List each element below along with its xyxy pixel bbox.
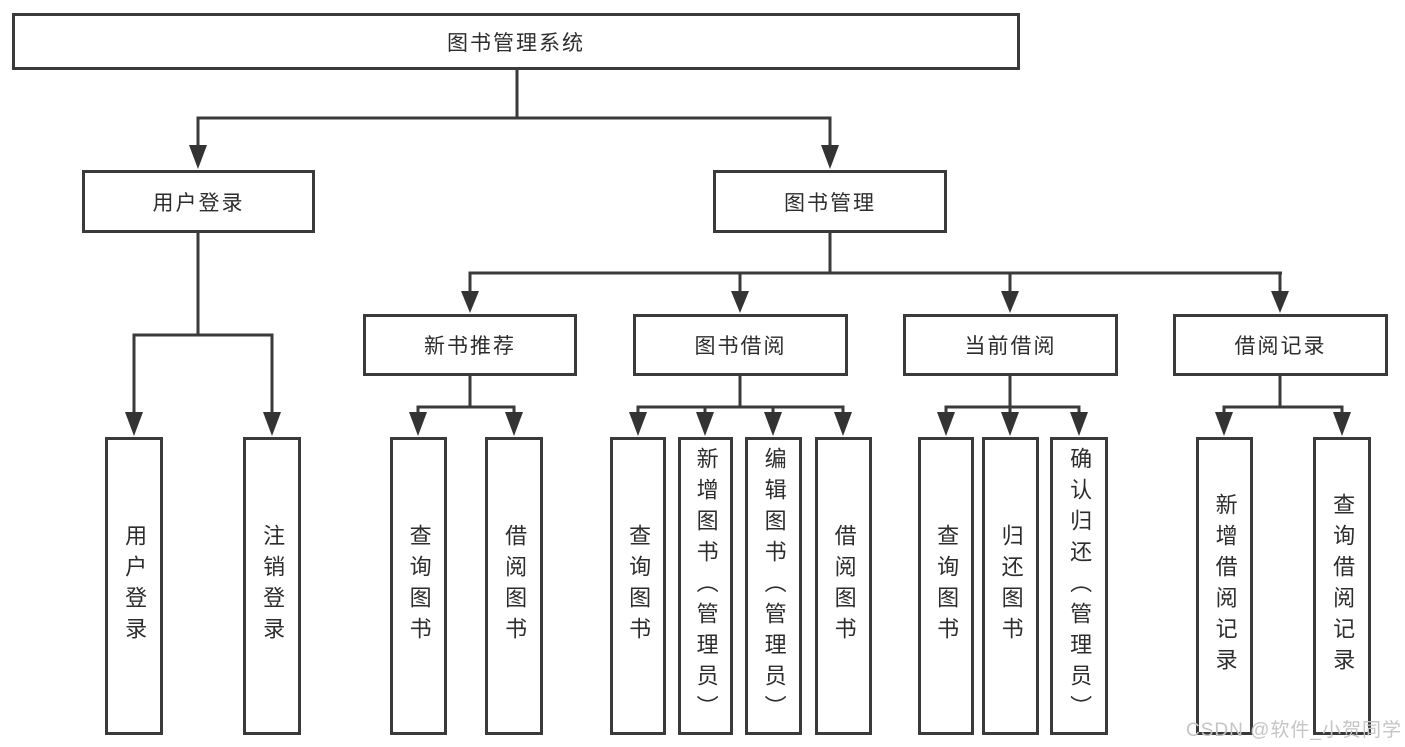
leaf-records-add-record-label: 新增借阅记录 (1212, 493, 1238, 679)
leaf-records-query-record: 查询借阅记录 (1313, 437, 1371, 735)
leaf-current-return-book-label: 归还图书 (998, 524, 1024, 648)
leaf-borrow-query-book: 查询图书 (610, 437, 666, 735)
connector-root-to-level2 (189, 70, 839, 169)
leaf-current-query-book: 查询图书 (918, 437, 974, 735)
node-borrow-records: 借阅记录 (1173, 314, 1388, 376)
leaf-borrow-edit-book-label: 编辑图书（管理员） (761, 446, 787, 726)
node-new-book-recommend: 新书推荐 (363, 314, 577, 376)
leaf-newbook-query-book: 查询图书 (390, 437, 447, 735)
leaf-borrow-edit-book: 编辑图书（管理员） (745, 437, 802, 735)
leaf-borrow-add-book: 新增图书（管理员） (678, 437, 733, 735)
leaf-newbook-borrow-book: 借阅图书 (485, 437, 543, 735)
connector-currentborrow-to-leaves (937, 376, 1088, 436)
leaf-current-query-book-label: 查询图书 (934, 524, 960, 648)
node-book-management: 图书管理 (713, 170, 947, 233)
leaf-newbook-borrow-book-label: 借阅图书 (502, 524, 528, 648)
leaf-borrow-add-book-label: 新增图书（管理员） (693, 446, 719, 726)
leaf-records-query-record-label: 查询借阅记录 (1330, 493, 1356, 679)
connector-records-to-leaves (1215, 376, 1351, 436)
leaf-current-confirm-return-label: 确认归还（管理员） (1067, 446, 1093, 726)
node-book-borrow: 图书借阅 (633, 314, 848, 376)
leaf-user-login-label: 用户登录 (122, 524, 148, 648)
leaf-borrow-query-book-label: 查询图书 (626, 524, 652, 648)
leaf-newbook-query-book-label: 查询图书 (406, 524, 432, 648)
connector-login-to-leaves (125, 233, 281, 436)
watermark-text: CSDN @软件_小贺同学 (1186, 720, 1402, 741)
node-user-login: 用户登录 (82, 170, 315, 233)
leaf-current-return-book: 归还图书 (982, 437, 1039, 735)
connector-bookmgmt-to-level3 (461, 233, 1289, 313)
node-current-borrow: 当前借阅 (903, 314, 1118, 376)
leaf-user-login: 用户登录 (105, 437, 163, 735)
leaf-current-confirm-return: 确认归还（管理员） (1050, 437, 1108, 735)
leaf-logout-label: 注销登录 (260, 524, 286, 648)
leaf-logout: 注销登录 (243, 437, 301, 735)
leaf-borrow-borrow-book-label: 借阅图书 (831, 524, 857, 648)
connector-bookborrow-to-leaves (629, 376, 852, 436)
leaf-borrow-borrow-book: 借阅图书 (815, 437, 872, 735)
leaf-records-add-record: 新增借阅记录 (1196, 437, 1253, 735)
connector-newbook-to-leaves (409, 376, 523, 436)
node-library-system: 图书管理系统 (12, 13, 1020, 70)
